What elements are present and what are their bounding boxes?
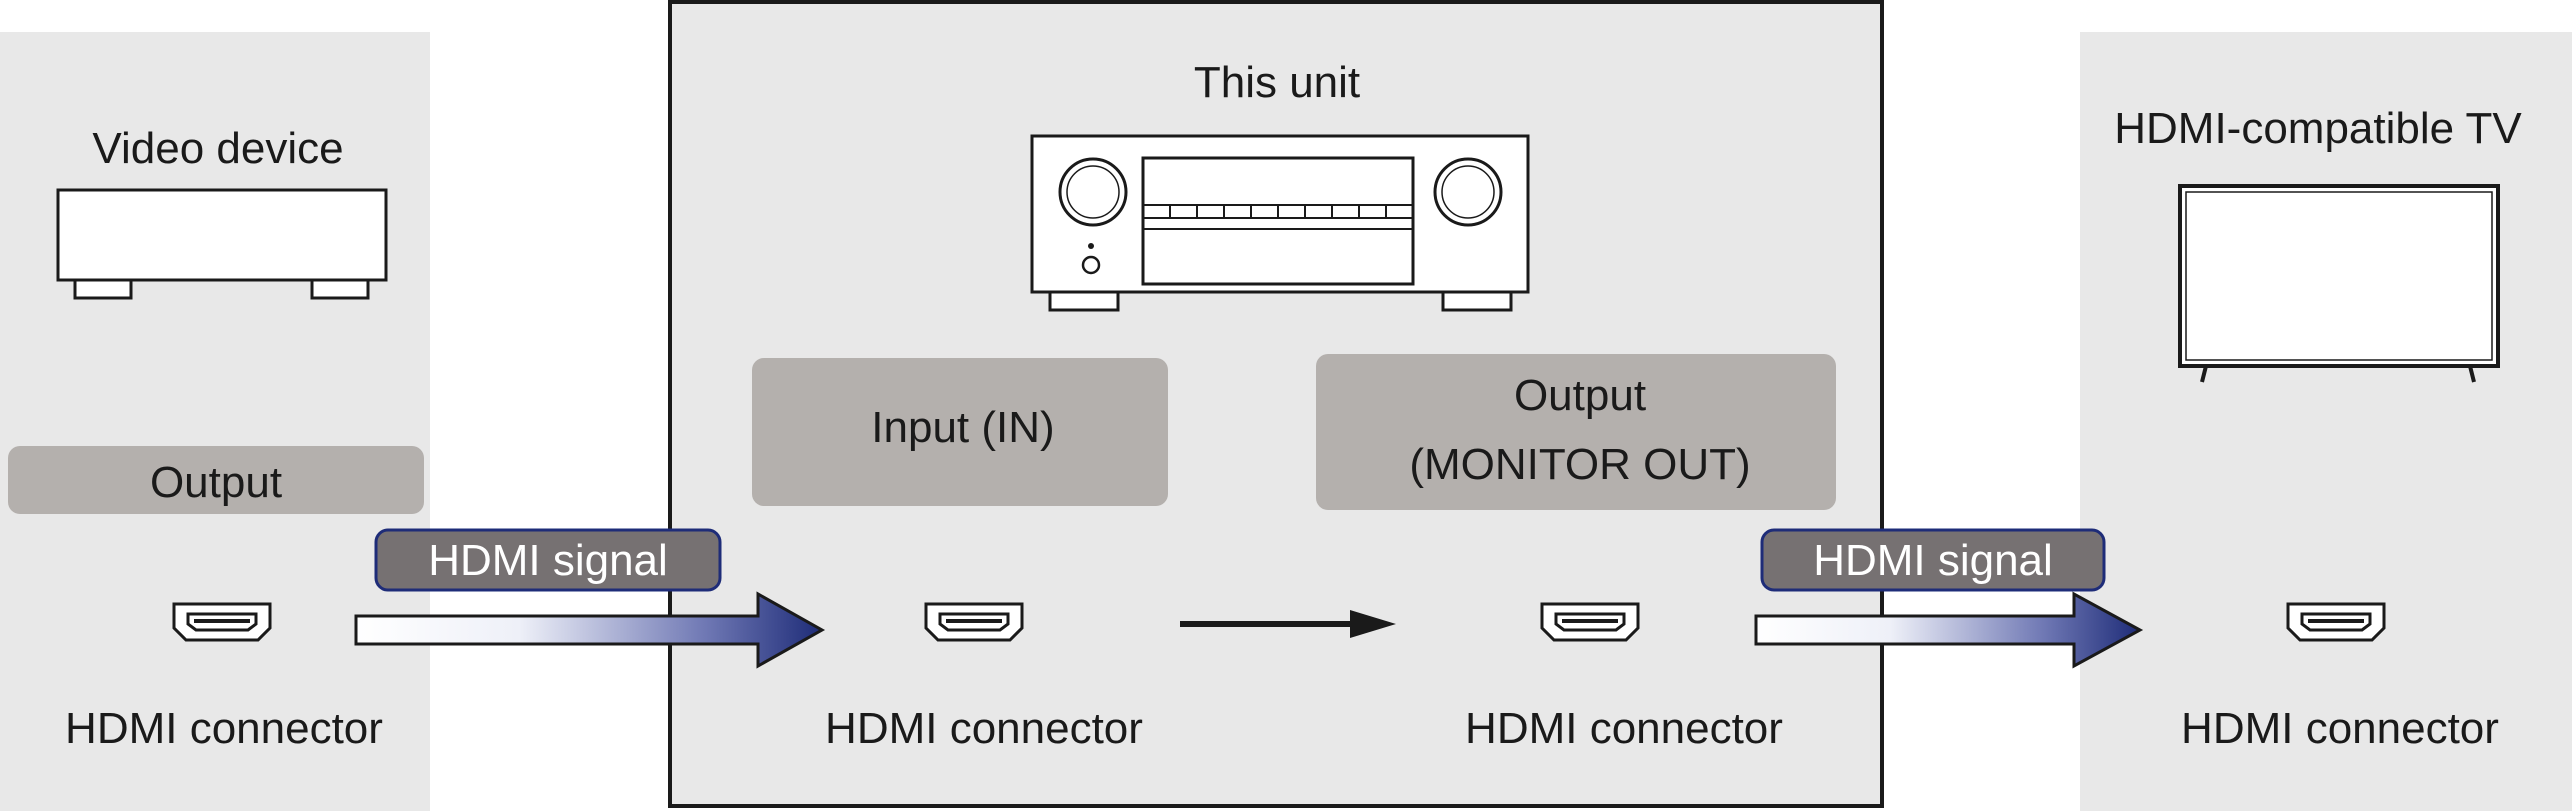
left-connector-label: HDMI connector xyxy=(65,704,383,753)
right-panel-background xyxy=(2080,32,2572,811)
av-receiver-icon xyxy=(1030,134,1530,312)
right-signal-text: HDMI signal xyxy=(1813,536,2053,585)
tv-title: HDMI-compatible TV xyxy=(2114,104,2522,153)
output-label-box xyxy=(8,446,424,514)
right-signal-badge: HDMI signal xyxy=(1760,528,2106,592)
output-label: Output xyxy=(150,458,282,507)
input-label-box xyxy=(752,358,1168,506)
input-connector-label: HDMI connector xyxy=(825,704,1143,753)
video-device-icon xyxy=(56,188,388,300)
video-device-title: Video device xyxy=(92,124,343,173)
hdmi-port-icon xyxy=(924,602,1024,642)
internal-arrow xyxy=(1180,610,1396,638)
monitor-out-label-box xyxy=(1316,354,1836,510)
this-unit-title: This unit xyxy=(1194,58,1360,107)
right-panel: HDMI-compatible TV HDMI connector xyxy=(2080,32,2572,811)
left-signal-arrow xyxy=(354,591,826,669)
right-connector-label: HDMI connector xyxy=(2181,704,2499,753)
hdmi-port-icon xyxy=(2286,602,2386,642)
output-connector-label: HDMI connector xyxy=(1465,704,1783,753)
left-panel-background xyxy=(0,32,430,811)
center-panel: This unit Input (IN) Output (MONITOR OUT… xyxy=(668,0,1884,808)
right-signal-arrow xyxy=(1754,591,2144,669)
monitor-out-label-line2: (MONITOR OUT) xyxy=(1409,440,1750,489)
left-panel: Video device Output HDMI connector xyxy=(0,32,430,811)
input-label: Input (IN) xyxy=(871,403,1054,452)
hdmi-port-icon xyxy=(172,602,272,642)
hdmi-port-icon xyxy=(1540,602,1640,642)
monitor-out-label-line1: Output xyxy=(1514,371,1646,420)
left-signal-text: HDMI signal xyxy=(428,536,668,585)
left-signal-badge: HDMI signal xyxy=(374,528,722,592)
tv-icon xyxy=(2178,184,2500,383)
